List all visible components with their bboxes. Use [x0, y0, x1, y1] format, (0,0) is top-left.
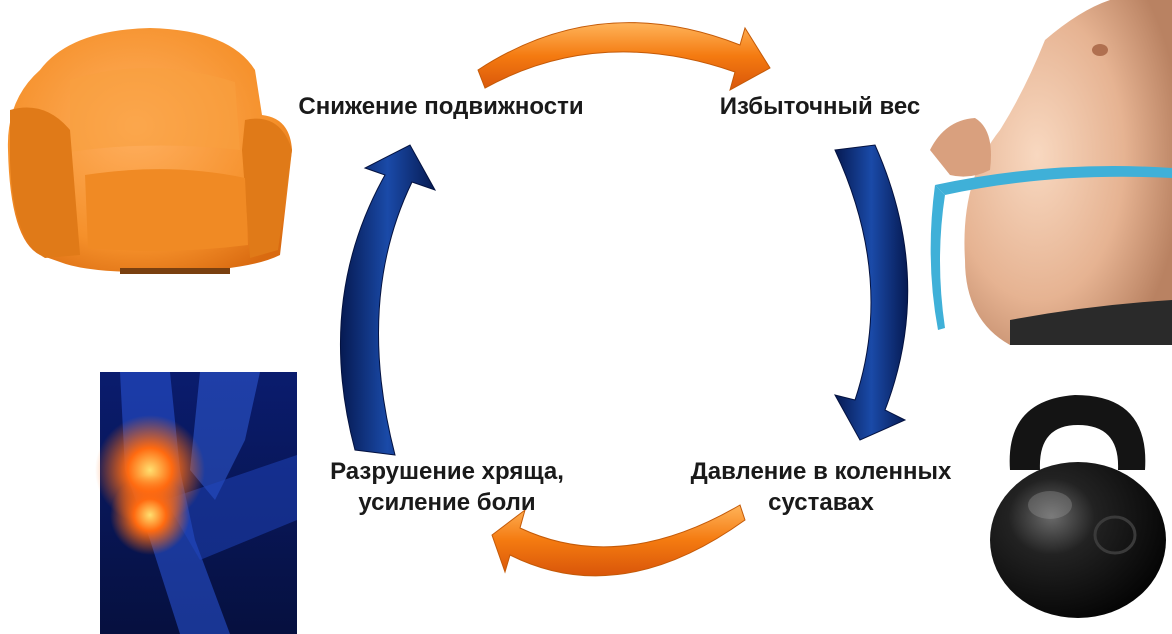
step-cartilage-damage-line1: Разрушение хряща,: [330, 458, 564, 485]
kettlebell-image: [990, 395, 1166, 618]
step-reduced-mobility-label: Снижение подвижности: [298, 93, 584, 120]
arrow-right-blue: [834, 144, 909, 441]
knee-image: [95, 372, 297, 634]
step-excess-weight-label: Избыточный вес: [719, 93, 921, 120]
step-knee-pressure-line1: Давление в коленных: [690, 458, 952, 485]
arrow-left-blue: [340, 144, 437, 456]
armchair-image: [7, 28, 293, 274]
arrow-bottom-orange: [491, 504, 746, 577]
belly-image: [930, 0, 1172, 345]
arrow-top-orange: [477, 22, 771, 92]
step-cartilage-damage-line2: усиление боли: [358, 489, 536, 516]
step-knee-pressure-line2: суставах: [768, 489, 874, 516]
step-cartilage-damage-label: Разрушение хряща, усиление боли: [302, 456, 592, 518]
step-knee-pressure-label: Давление в коленных суставах: [668, 456, 974, 518]
